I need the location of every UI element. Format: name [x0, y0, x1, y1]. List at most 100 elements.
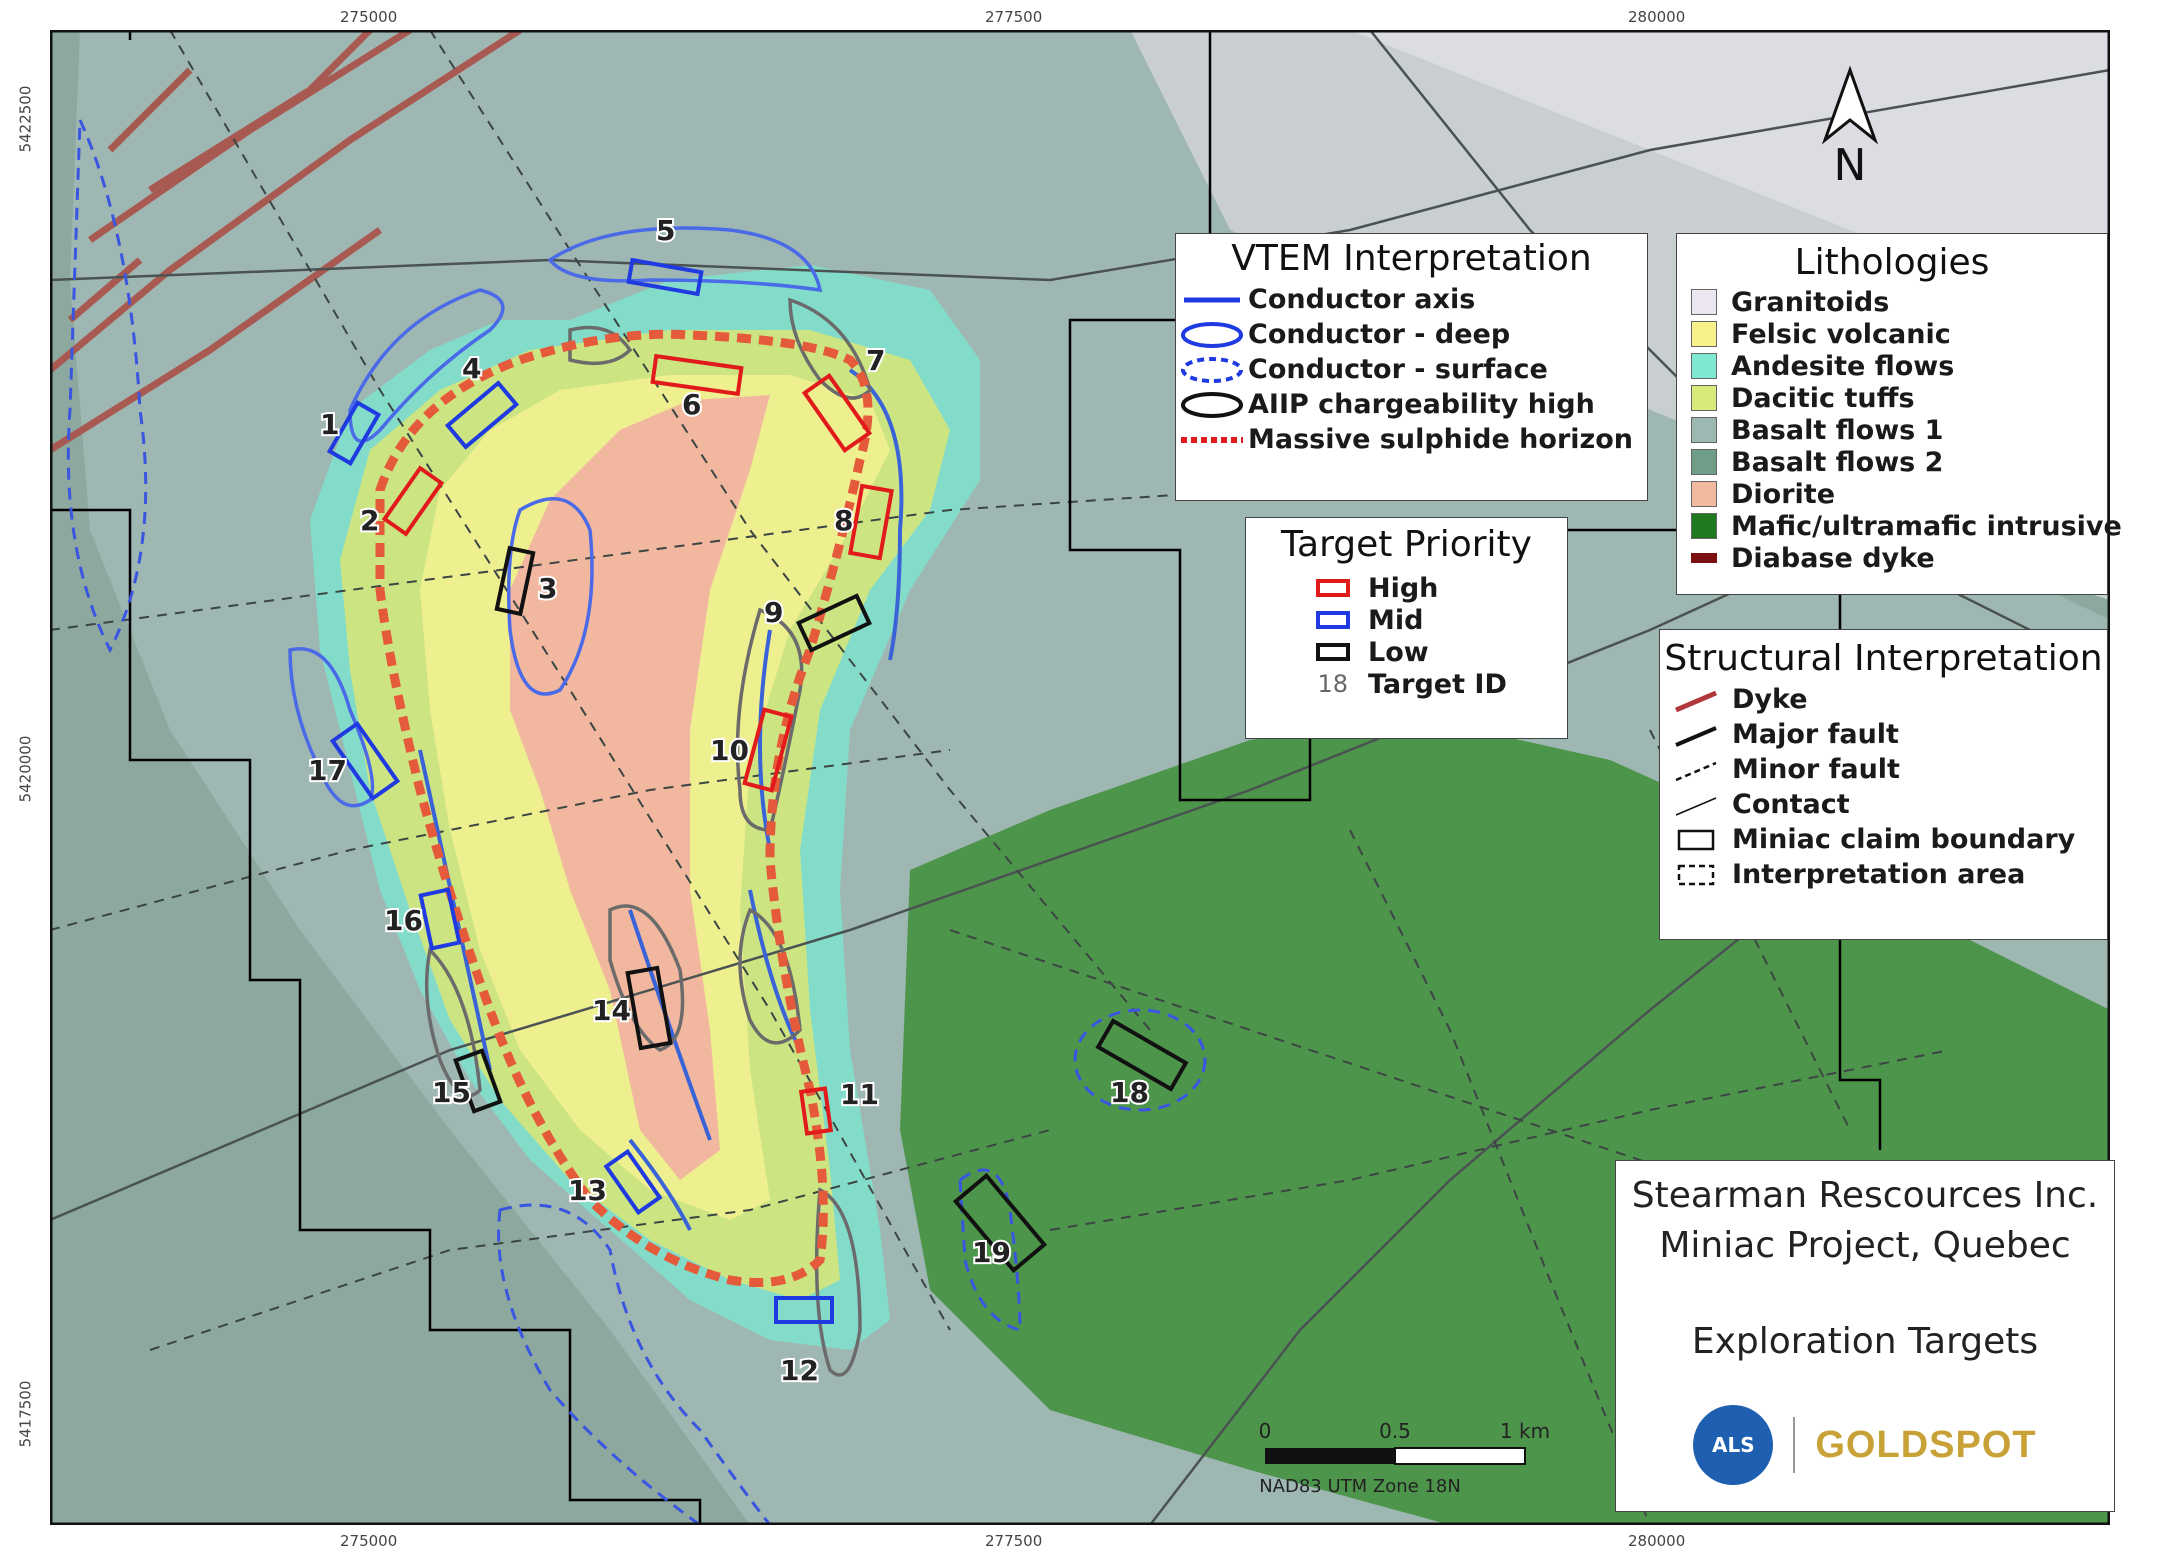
- y-tick-3: 5417500: [16, 1380, 35, 1448]
- project-name: Miniac Project, Quebec: [1659, 1225, 2071, 1266]
- legend-conductor-deep: Conductor - deep: [1176, 317, 1647, 352]
- vtem-legend: VTEM Interpretation Conductor axis Condu…: [1175, 233, 1648, 501]
- legend-diabase-dyke: Diabase dyke: [1677, 542, 2107, 574]
- x-tick-bottom-2: 277500: [985, 1532, 1043, 1550]
- target-3-box: [494, 545, 536, 617]
- legend-felsic-volcanic: Felsic volcanic: [1677, 318, 2107, 350]
- legend-massive-sulphide: Massive sulphide horizon: [1181, 424, 1634, 455]
- target-16-label: 16: [384, 904, 423, 937]
- legend-contact: Contact: [1660, 787, 2107, 822]
- y-tick-2: 5420000: [16, 735, 35, 803]
- massive-sulphide-horizon: [375, 329, 873, 1287]
- x-tick-top-3: 280000: [1628, 8, 1686, 26]
- target-7-box: [801, 372, 873, 454]
- scale-label-1km: 1 km: [1500, 1419, 1550, 1443]
- x-tick-top-1: 275000: [340, 8, 398, 26]
- target-8-label: 8: [834, 504, 853, 537]
- north-label: N: [1834, 140, 1867, 191]
- logo-divider: [1793, 1417, 1796, 1473]
- structural-legend-title: Structural Interpretation: [1664, 638, 2103, 679]
- legend-diorite: Diorite: [1677, 478, 2107, 510]
- lithology-legend: Lithologies Granitoids Felsic volcanic A…: [1676, 233, 2122, 595]
- legend-conductor-surface: Conductor - surface: [1176, 352, 1647, 387]
- map-title: Exploration Targets: [1691, 1321, 2039, 1362]
- target-11-label: 11: [840, 1078, 879, 1111]
- target-15-label: 15: [432, 1076, 471, 1109]
- company-name: Stearman Rescources Inc.: [1631, 1175, 2099, 1216]
- legend-priority-mid: Mid: [1246, 604, 1567, 636]
- legend-mafic-intrusive: Mafic/ultramafic intrusive: [1677, 510, 2122, 542]
- legend-minor-fault: Minor fault: [1660, 752, 2107, 787]
- legend-priority-low: Low: [1246, 636, 1567, 668]
- north-arrow-icon: N: [1821, 65, 1879, 191]
- als-logo-icon: ALS: [1693, 1405, 1774, 1485]
- conductor-deep-lines: [288, 226, 823, 808]
- target-priority-legend: Target Priority High Mid Low 18 Target I…: [1245, 517, 1568, 739]
- x-tick-bottom-3: 280000: [1628, 1532, 1686, 1550]
- legend-major-fault: Major fault: [1660, 717, 2107, 752]
- legend-conductor-axis: Conductor axis: [1184, 284, 1476, 315]
- target-7-label: 7: [866, 344, 885, 377]
- projection-label: NAD83 UTM Zone 18N: [1259, 1476, 1461, 1497]
- target-4-label: 4: [462, 352, 481, 385]
- target-9-box: [796, 593, 872, 653]
- dyke-lines: [50, 30, 522, 453]
- x-tick-top-2: 277500: [985, 8, 1043, 26]
- target-11-box: [798, 1086, 834, 1136]
- target-13-box: [603, 1148, 663, 1216]
- goldspot-logo: GOLDSPOT: [1815, 1423, 2037, 1466]
- target-14-box: [625, 965, 673, 1051]
- target-16-box: [418, 887, 462, 951]
- structural-legend: Structural Interpretation Dyke Major fau…: [1659, 629, 2108, 940]
- legend-dyke: Dyke: [1660, 682, 2107, 717]
- target-18-box: [1095, 1018, 1189, 1092]
- scale-label-0: 0: [1259, 1419, 1272, 1443]
- target-19-box: [952, 1172, 1048, 1274]
- lithology-legend-title: Lithologies: [1794, 242, 1990, 283]
- legend-basalt-flows-2: Basalt flows 2: [1677, 446, 2107, 478]
- scale-bar: 0 0.5 1 km NAD83 UTM Zone 18N: [1259, 1419, 1550, 1497]
- target-10-box: [742, 707, 794, 793]
- target-2-box: [381, 465, 445, 537]
- priority-legend-title: Target Priority: [1281, 524, 1532, 565]
- title-box: Stearman Rescources Inc. Miniac Project,…: [1615, 1160, 2115, 1512]
- target-labels: 1 2 3 4 5 6 7 8 9 10 11 12 13 14 15 16 1…: [306, 212, 1151, 1389]
- legend-interpretation-area: Interpretation area: [1660, 857, 2107, 892]
- target-3-label: 3: [538, 572, 557, 605]
- scale-label-half: 0.5: [1379, 1419, 1411, 1443]
- target-6-label: 6: [682, 388, 701, 421]
- target-4-box: [444, 380, 520, 450]
- target-5-box: [626, 257, 704, 297]
- target-5-label: 5: [656, 214, 675, 247]
- target-10-label: 10: [710, 734, 749, 767]
- target-17-label: 17: [308, 754, 347, 787]
- target-8-box: [848, 483, 894, 561]
- legend-aiip-chargeability: AIIP chargeability high: [1176, 387, 1647, 422]
- target-18-label: 18: [1110, 1076, 1149, 1109]
- target-1-label: 1: [320, 408, 339, 441]
- logo-row: ALS GOLDSPOT: [1616, 1405, 2114, 1485]
- target-9-label: 9: [764, 596, 783, 629]
- target-12-box: [774, 1296, 834, 1324]
- legend-andesite-flows: Andesite flows: [1677, 350, 2107, 382]
- legend-claim-boundary: Miniac claim boundary: [1660, 822, 2107, 857]
- target-13-label: 13: [568, 1174, 607, 1207]
- target-1-box: [326, 400, 382, 466]
- target-19-label: 19: [972, 1236, 1011, 1269]
- target-12-label: 12: [780, 1354, 819, 1387]
- target-17-box: [329, 720, 401, 802]
- y-tick-1: 5422500: [16, 85, 35, 153]
- legend-granitoids: Granitoids: [1677, 286, 2107, 318]
- target-6-box: [650, 353, 744, 397]
- target-boxes: [326, 257, 1189, 1324]
- target-2-label: 2: [360, 504, 379, 537]
- legend-basalt-flows-1: Basalt flows 1: [1677, 414, 2107, 446]
- vtem-legend-title: VTEM Interpretation: [1231, 238, 1592, 279]
- target-15-box: [453, 1048, 503, 1114]
- x-tick-bottom-1: 275000: [340, 1532, 398, 1550]
- legend-priority-high: High: [1246, 572, 1567, 604]
- conductor-surface-lines: [66, 119, 1207, 1525]
- target-14-label: 14: [592, 994, 631, 1027]
- diorite-area: [510, 395, 770, 1180]
- legend-target-id: 18 Target ID: [1317, 668, 1507, 700]
